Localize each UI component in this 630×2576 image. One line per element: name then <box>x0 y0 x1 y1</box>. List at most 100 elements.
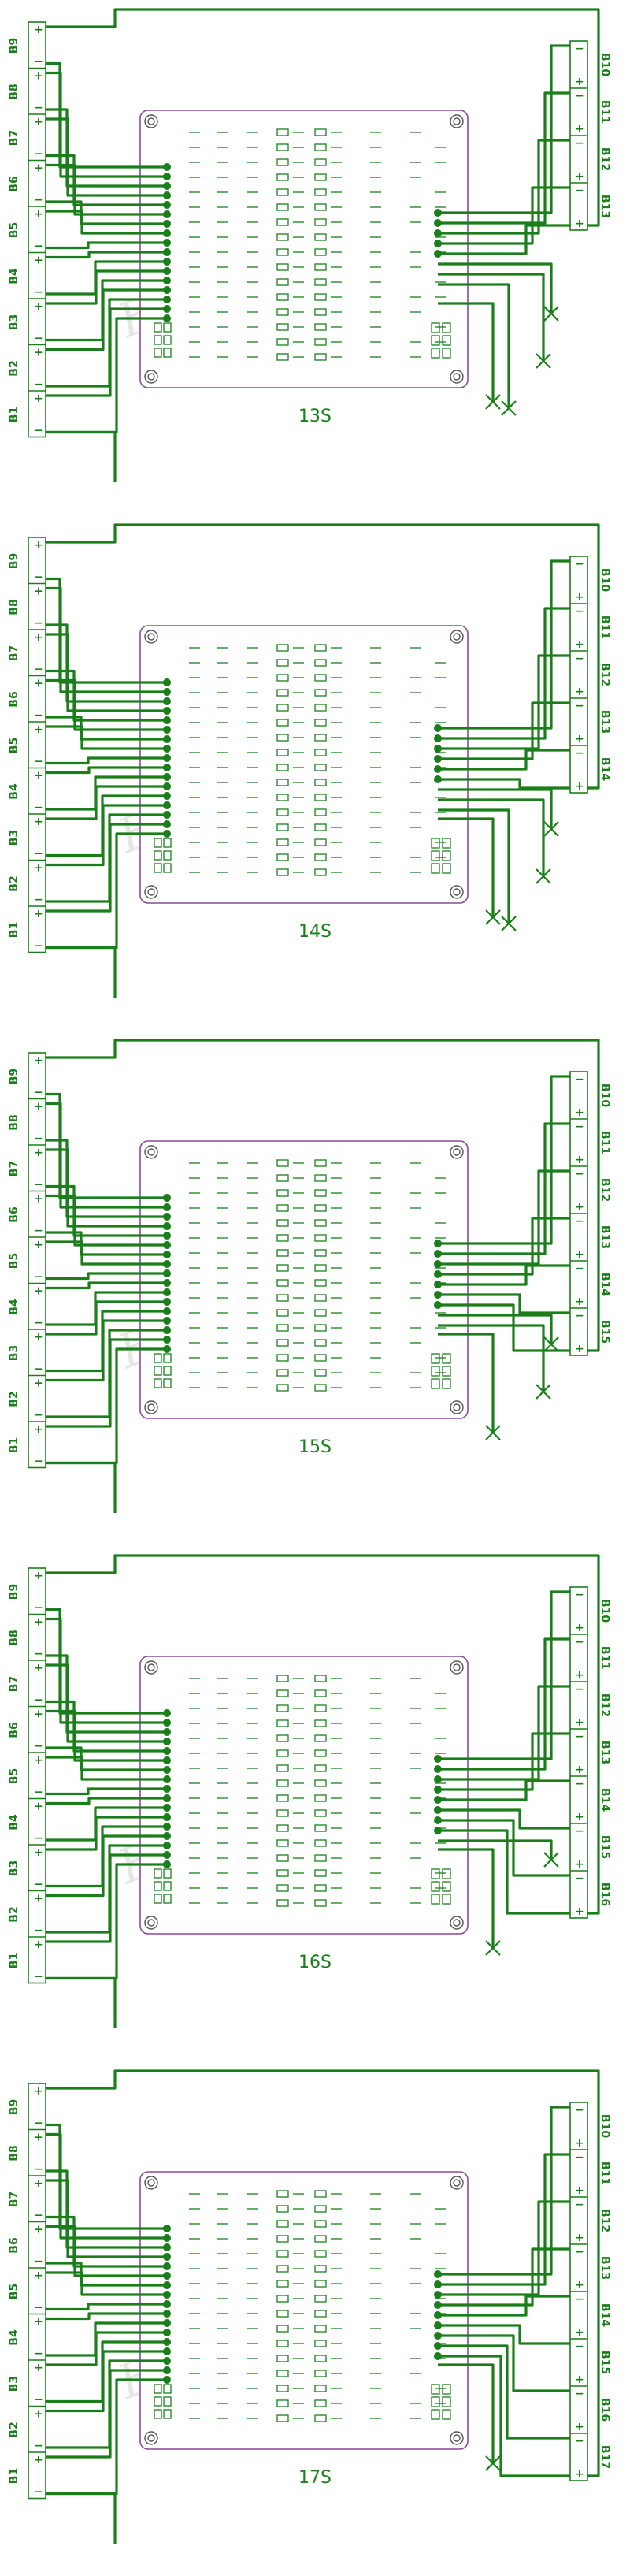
smd-resistor <box>276 158 289 166</box>
plus-sign: + <box>34 862 43 875</box>
smd-resistor <box>276 353 289 361</box>
plus-sign: + <box>34 1423 43 1436</box>
junction-dot <box>163 220 171 228</box>
smd-resistor <box>314 2310 327 2318</box>
plus-sign: + <box>34 1101 43 1113</box>
main-negative-output <box>438 302 495 402</box>
right-balance-wire <box>438 1637 570 1771</box>
minus-sign: − <box>34 1924 43 1937</box>
right-terminal-label: B10 <box>598 2114 611 2138</box>
smd-resistor <box>314 233 327 241</box>
minus-sign: − <box>575 1825 584 1838</box>
plus-sign: + <box>34 770 43 782</box>
smd-resistor <box>314 779 327 786</box>
left-terminal-label: B1 <box>8 1953 20 1968</box>
junction-dot <box>163 2366 171 2374</box>
right-balance-wire <box>438 701 570 760</box>
mounting-hole-inner <box>453 888 461 896</box>
main-positive-wire <box>46 2069 600 2477</box>
ic-component <box>154 2409 162 2419</box>
right-balance-wire <box>438 1293 570 1314</box>
main-negative-output <box>438 1333 495 1433</box>
smd-resistor <box>276 308 289 316</box>
right-balance-wire <box>438 1808 570 1830</box>
left-balance-wire <box>46 766 167 775</box>
right-terminal-label: B14 <box>598 1273 611 1296</box>
junction-dot <box>163 735 171 743</box>
right-terminal-label: B12 <box>598 147 611 171</box>
mounting-hole <box>144 2176 158 2190</box>
left-terminal-label: B5 <box>8 738 20 753</box>
ic-component <box>154 1353 162 1363</box>
unconnected-x-mark <box>536 1384 551 1400</box>
plus-sign: + <box>575 2137 584 2150</box>
plus-sign: + <box>34 1285 43 1298</box>
minus-sign: − <box>34 1179 43 1191</box>
mounting-hole-inner <box>147 2434 155 2442</box>
right-terminal-label: B13 <box>598 195 611 218</box>
junction-dot <box>163 2225 171 2232</box>
smd-resistor <box>314 308 327 316</box>
unused-lead-wire <box>438 788 553 829</box>
smd-resistor <box>314 2265 327 2273</box>
left-balance-wire <box>46 785 167 820</box>
smd-resistor <box>314 1689 327 1697</box>
unconnected-x-mark <box>543 1852 559 1868</box>
left-balance-wire <box>46 2312 167 2321</box>
smd-resistor <box>314 794 327 801</box>
right-connector-strip <box>569 1586 588 1919</box>
smd-resistor <box>276 794 289 801</box>
smd-resistor <box>314 1219 327 1227</box>
junction-dot <box>163 1851 171 1859</box>
mounting-hole-inner <box>147 1148 155 1156</box>
left-terminal-label: B5 <box>8 1768 20 1784</box>
minus-sign: − <box>34 333 43 345</box>
left-balance-wire <box>46 586 167 693</box>
smd-resistor <box>276 1234 289 1242</box>
left-terminal-label: B3 <box>8 830 20 846</box>
plus-sign: + <box>575 1858 584 1871</box>
ic-component <box>163 1353 172 1363</box>
minus-sign: − <box>34 2347 43 2360</box>
plus-sign: + <box>34 2362 43 2374</box>
left-balance-wire <box>46 163 167 216</box>
smd-resistor <box>276 1384 289 1392</box>
ic-component <box>442 1366 451 1377</box>
smd-resistor <box>314 2385 327 2392</box>
right-connector-strip <box>569 556 588 794</box>
plus-sign: + <box>575 2326 584 2339</box>
negative-lead-wire <box>46 946 117 998</box>
junction-dot <box>163 2262 171 2270</box>
right-balance-wire <box>438 2295 570 2317</box>
smd-resistor <box>314 173 327 181</box>
junction-dot <box>163 248 171 256</box>
junction-dot <box>163 191 171 199</box>
ic-component <box>442 838 451 849</box>
junction-dot <box>163 1842 171 1849</box>
right-terminal-label: B10 <box>598 1599 611 1623</box>
right-terminal-label: B10 <box>598 568 611 592</box>
left-connector-strip <box>28 2083 46 2500</box>
right-terminal-label: B15 <box>598 1320 611 1344</box>
smd-resistor <box>276 1794 289 1802</box>
left-terminal-label: B5 <box>8 1253 20 1269</box>
minus-sign: − <box>34 801 43 814</box>
left-terminal-label: B3 <box>8 314 20 330</box>
right-balance-wire <box>438 1075 570 1245</box>
smd-resistor <box>276 1369 289 1377</box>
board-title: 15S <box>298 1437 332 1457</box>
junction-dot <box>163 1832 171 1840</box>
smd-resistor <box>276 248 289 256</box>
smd-resistor <box>314 1869 327 1877</box>
plus-sign: + <box>34 1054 43 1067</box>
smd-resistor <box>314 1749 327 1757</box>
plus-sign: + <box>575 2468 584 2481</box>
junction-dot <box>163 830 171 838</box>
smd-resistor <box>276 2265 289 2273</box>
plus-sign: + <box>34 631 43 644</box>
plus-sign: + <box>34 300 43 313</box>
left-terminal-label: B5 <box>8 2284 20 2299</box>
minus-sign: − <box>34 148 43 161</box>
junction-dot <box>163 2291 171 2299</box>
board-panel-15s: Hantian StoreB9+−B8+−B7+−B6+−B5+−B4+−B3+… <box>8 1039 611 1513</box>
